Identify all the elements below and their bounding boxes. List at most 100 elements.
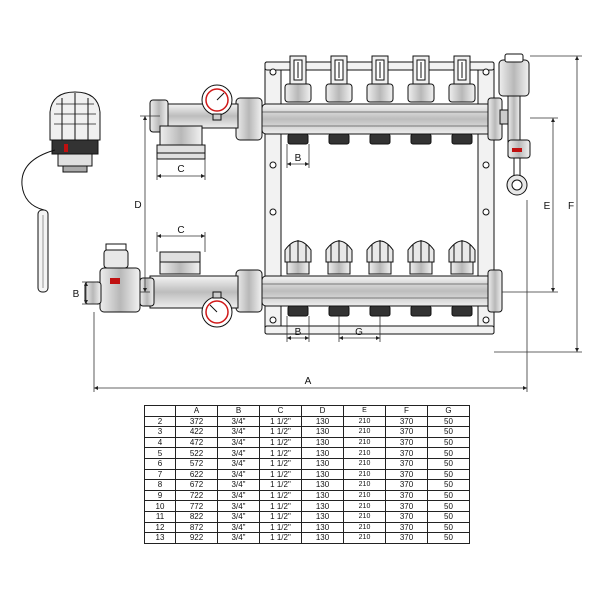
table-cell: 722 xyxy=(175,489,218,502)
table-cell: 13 xyxy=(144,532,176,544)
table-cell: 370 xyxy=(385,489,428,502)
dimension-lines xyxy=(82,55,582,392)
table-cell: 372 xyxy=(175,415,218,428)
mounting-bracket xyxy=(264,61,495,335)
table-cell: 822 xyxy=(175,510,218,523)
table-header: G xyxy=(427,405,470,417)
table-cell: 1 1/2" xyxy=(259,447,302,459)
table-cell: 50 xyxy=(427,426,470,438)
table-cell: 370 xyxy=(385,532,428,544)
table-cell: 130 xyxy=(301,426,344,438)
table-cell: 472 xyxy=(175,436,218,449)
dim-label-g: G xyxy=(355,327,363,338)
table-cell: 1 1/2" xyxy=(259,415,302,428)
table-cell: 3/4" xyxy=(217,532,260,544)
valve-cap-icon xyxy=(325,240,353,275)
table-cell: 370 xyxy=(385,426,428,438)
supply-outlets xyxy=(287,133,473,145)
table-header: A xyxy=(175,405,218,417)
dim-label-b-bottom: B xyxy=(295,327,302,338)
table-cell: 210 xyxy=(343,489,386,502)
table-cell: 50 xyxy=(427,447,470,459)
table-cell: 210 xyxy=(343,500,386,512)
flowmeter-icon xyxy=(366,55,394,103)
dim-label-e: E xyxy=(544,201,551,212)
table-cell: 1 1/2" xyxy=(259,426,302,438)
table-cell: 1 1/2" xyxy=(259,468,302,481)
flowmeters xyxy=(284,55,476,103)
table-cell: 210 xyxy=(343,426,386,438)
table-cell: 772 xyxy=(175,500,218,512)
valve-cap-icon xyxy=(407,240,435,275)
table-cell: 370 xyxy=(385,468,428,481)
table-cell: 130 xyxy=(301,510,344,523)
table-cell: 50 xyxy=(427,500,470,512)
table-cell: 210 xyxy=(343,436,386,449)
return-outlets xyxy=(287,305,473,317)
table-cell: 1 1/2" xyxy=(259,479,302,491)
valve-cap-icon xyxy=(448,240,476,275)
table-cell: 7 xyxy=(144,468,176,481)
table-cell: 672 xyxy=(175,479,218,491)
table-cell: 8 xyxy=(144,479,176,491)
table-cell: 50 xyxy=(427,532,470,544)
air-vent-assembly xyxy=(498,53,531,196)
table-cell: 922 xyxy=(175,532,218,544)
table-cell: 130 xyxy=(301,479,344,491)
table-cell: 3/4" xyxy=(217,489,260,502)
table-cell: 50 xyxy=(427,510,470,523)
table-cell: 3/4" xyxy=(217,468,260,481)
table-cell: 622 xyxy=(175,468,218,481)
table-cell: 1 1/2" xyxy=(259,436,302,449)
supply-manifold-bar xyxy=(261,103,503,135)
flowmeter-icon xyxy=(407,55,435,103)
table-header xyxy=(144,405,176,417)
table-cell: 50 xyxy=(427,479,470,491)
table-cell: 210 xyxy=(343,415,386,428)
thermostatic-head-icon xyxy=(21,91,101,293)
table-cell: 422 xyxy=(175,426,218,438)
table-cell: 370 xyxy=(385,500,428,512)
table-header: B xyxy=(217,405,260,417)
table-cell: 522 xyxy=(175,447,218,459)
pressure-gauge-icon xyxy=(201,84,233,121)
table-cell: 50 xyxy=(427,468,470,481)
valve-cap-icon xyxy=(366,240,394,275)
table-cell: 3/4" xyxy=(217,500,260,512)
table-cell: 370 xyxy=(385,436,428,449)
table-cell: 370 xyxy=(385,457,428,470)
table-cell: 6 xyxy=(144,457,176,470)
table-cell: 130 xyxy=(301,500,344,512)
table-cell: 5 xyxy=(144,447,176,459)
table-cell: 3/4" xyxy=(217,447,260,459)
table-cell: 210 xyxy=(343,532,386,544)
return-manifold-bar xyxy=(261,275,503,307)
table-cell: 3 xyxy=(144,426,176,438)
table-cell: 50 xyxy=(427,457,470,470)
table-cell: 2 xyxy=(144,415,176,428)
table-cell: 210 xyxy=(343,479,386,491)
table-cell: 130 xyxy=(301,447,344,459)
table-cell: 1 1/2" xyxy=(259,521,302,534)
table-cell: 3/4" xyxy=(217,510,260,523)
table-cell: 3/4" xyxy=(217,436,260,449)
table-cell: 50 xyxy=(427,436,470,449)
dim-label-b-top: B xyxy=(295,153,302,164)
pressure-gauge-icon xyxy=(201,291,233,328)
table-cell: 130 xyxy=(301,489,344,502)
table-cell: 1 1/2" xyxy=(259,510,302,523)
table-cell: 10 xyxy=(144,500,176,512)
table-cell: 9 xyxy=(144,489,176,502)
table-cell: 370 xyxy=(385,415,428,428)
table-cell: 3/4" xyxy=(217,521,260,534)
flowmeter-icon xyxy=(325,55,353,103)
table-cell: 210 xyxy=(343,468,386,481)
table-cell: 4 xyxy=(144,436,176,449)
table-cell: 210 xyxy=(343,521,386,534)
